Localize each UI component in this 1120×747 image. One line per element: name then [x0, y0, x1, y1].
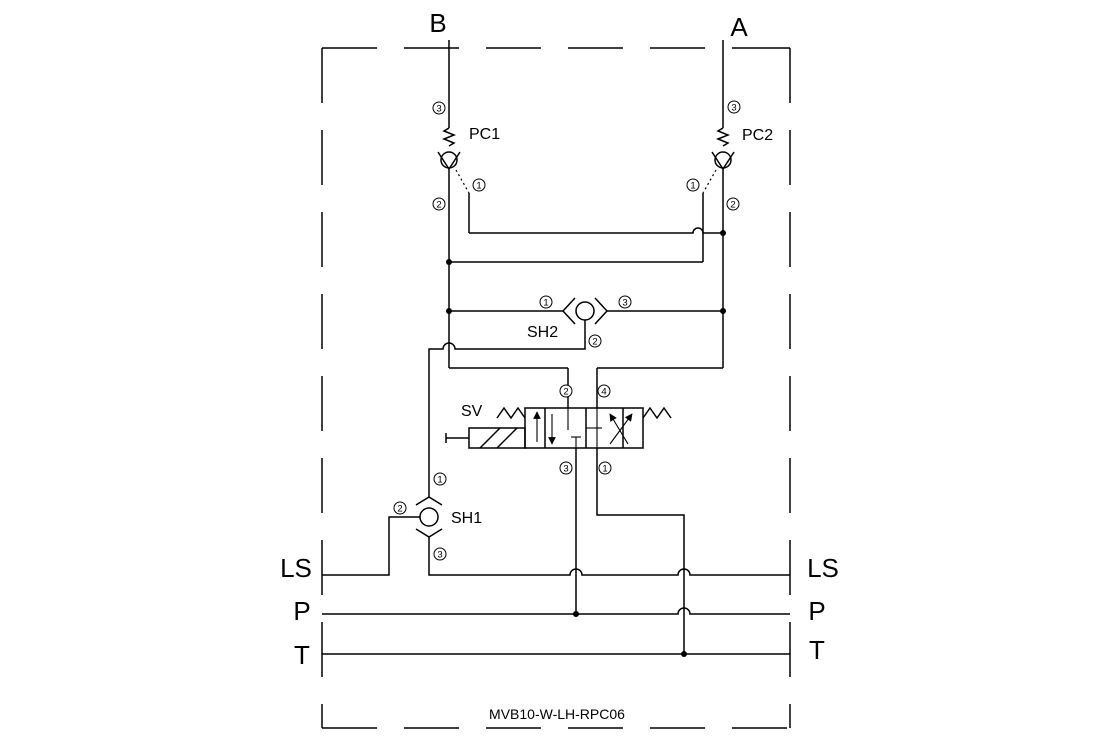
junction-dots [446, 230, 726, 657]
svg-text:3: 3 [563, 464, 568, 475]
pc2-port-number: 2 [726, 197, 740, 211]
port-p-right-label: P [808, 596, 825, 626]
sh2-port-number: 2 [588, 334, 602, 348]
svg-text:3: 3 [436, 104, 441, 115]
svg-text:3: 3 [731, 103, 736, 114]
sv-port-number: 2 [559, 384, 573, 398]
pump-line [322, 448, 790, 615]
pc1-check-valve [437, 151, 470, 368]
svg-text:2: 2 [730, 200, 735, 211]
sh2-label: SH2 [527, 324, 558, 341]
svg-text:2: 2 [397, 504, 402, 515]
sh2-shuttle-valve [428, 297, 609, 498]
pilot-cross-lines [449, 227, 723, 408]
port-t-right-label: T [809, 635, 825, 665]
port-ls-right-label: LS [807, 553, 839, 583]
pc2-port-number: 1 [686, 178, 700, 192]
sh1-port-number: 1 [433, 472, 447, 486]
sh2-port-number: 3 [618, 295, 632, 309]
port-b-line [441, 40, 457, 147]
pc1-port-number: 3 [432, 101, 446, 115]
sv-directional-valve [445, 406, 672, 449]
port-ls-left-label: LS [280, 553, 312, 583]
port-a-label: A [730, 12, 748, 42]
svg-text:1: 1 [602, 464, 607, 475]
svg-text:1: 1 [690, 181, 695, 192]
pc2-check-valve [702, 151, 735, 368]
svg-text:1: 1 [543, 298, 548, 309]
pc1-port-number: 1 [472, 178, 486, 192]
tank-line [322, 448, 790, 655]
sv-port-number: 3 [559, 461, 573, 475]
sh2-port-number: 1 [539, 295, 553, 309]
port-a-line [715, 40, 731, 147]
pc2-label: PC2 [742, 127, 773, 144]
pc1-port-number: 2 [432, 197, 446, 211]
ls-line [428, 537, 790, 576]
svg-text:1: 1 [437, 475, 442, 486]
port-p-left-label: P [293, 596, 310, 626]
svg-text:3: 3 [622, 298, 627, 309]
pc1-label: PC1 [469, 126, 500, 143]
sv-port-number: 1 [598, 461, 612, 475]
valve-body-boundary [321, 47, 791, 729]
sv-label: SV [461, 403, 483, 420]
pc2-port-number: 3 [727, 100, 741, 114]
svg-text:2: 2 [436, 200, 441, 211]
sh1-shuttle-valve [322, 496, 443, 576]
svg-text:2: 2 [563, 387, 568, 398]
sh1-port-number: 2 [393, 501, 407, 515]
port-b-label: B [429, 8, 446, 38]
svg-text:1: 1 [476, 181, 481, 192]
svg-text:2: 2 [592, 337, 597, 348]
port-t-left-label: T [294, 640, 310, 670]
sh1-label: SH1 [451, 510, 482, 527]
svg-text:4: 4 [601, 387, 606, 398]
model-designation: MVB10-W-LH-RPC06 [489, 706, 625, 722]
svg-text:3: 3 [437, 550, 442, 561]
sv-port-number: 4 [597, 384, 611, 398]
sh1-port-number: 3 [433, 547, 447, 561]
